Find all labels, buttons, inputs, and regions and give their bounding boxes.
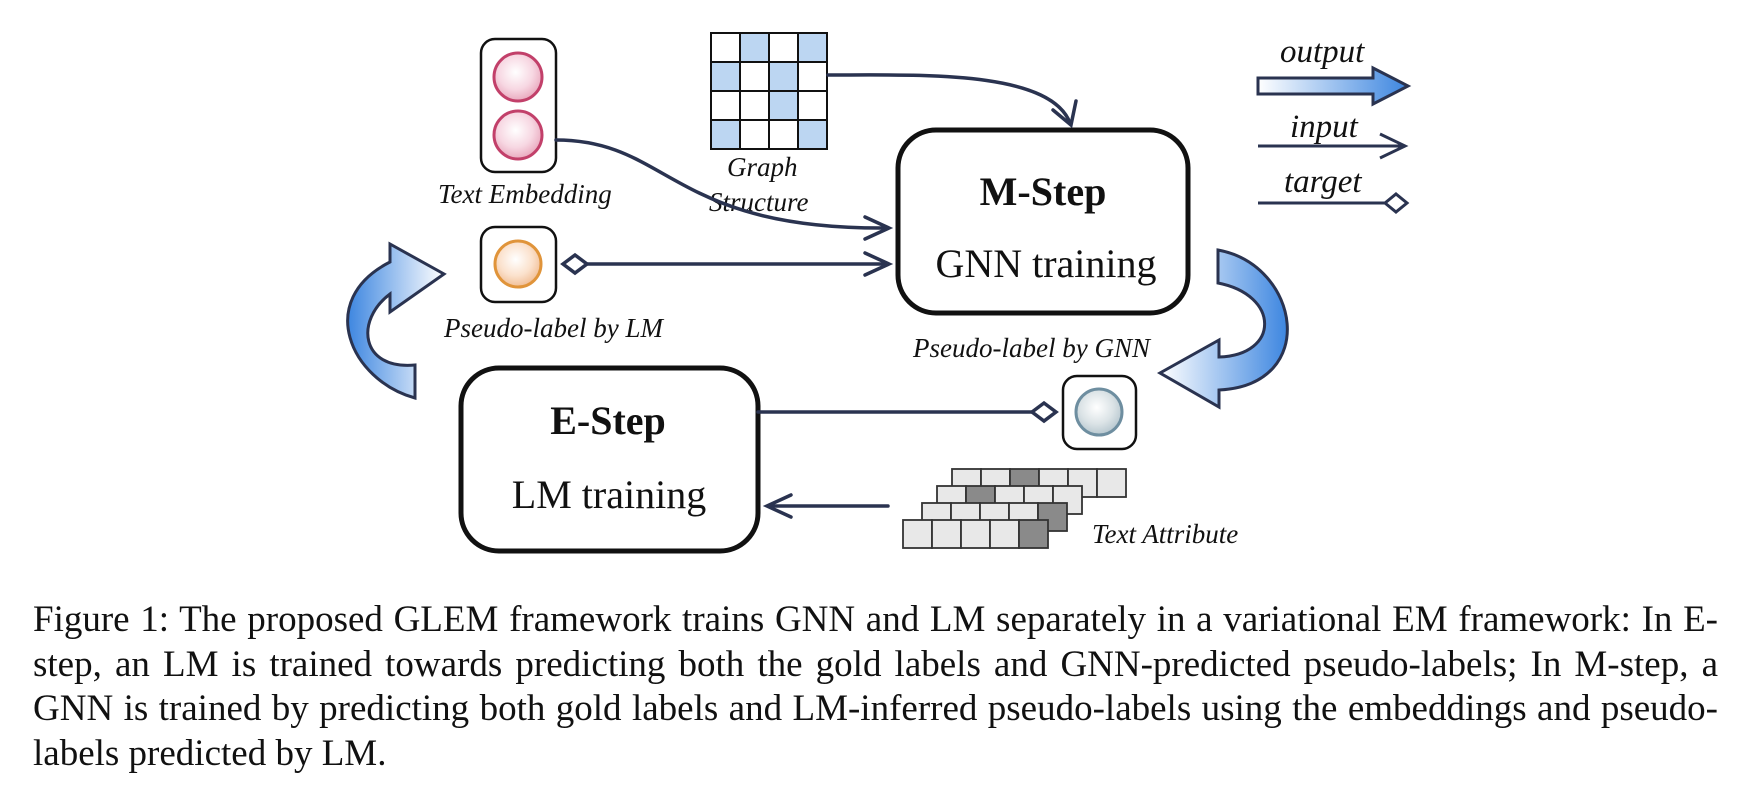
grid-cell	[739, 119, 770, 150]
adjacency-grid	[710, 32, 828, 150]
text-embedding-circle-bottom	[492, 109, 544, 161]
pseudo-label-lm-label: Pseudo-label by LM	[443, 313, 664, 343]
graph-structure-label-line2: Structure	[709, 187, 808, 217]
pseudo-label-gnn-node: Pseudo-label by GNN	[912, 333, 1152, 451]
text-embedding-label: Text Embedding	[438, 179, 612, 209]
connectors	[554, 73, 1078, 519]
graph-to-mstep-arrow	[826, 73, 1072, 125]
pseudo-lm-to-mstep-arrowhead	[863, 251, 894, 277]
text-embedding-circle-top	[492, 51, 544, 103]
m-step-rect	[895, 127, 1191, 316]
grid-cell	[739, 61, 770, 92]
e-step-box: E-Step LM training	[458, 365, 761, 554]
m-step-title: M-Step	[980, 169, 1107, 214]
text-attribute-cell	[931, 519, 962, 549]
m-step-subtitle: GNN training	[935, 241, 1156, 286]
grid-cell	[739, 32, 770, 63]
grid-cell	[710, 32, 741, 63]
mstep-to-estep-curved-arrow	[1156, 248, 1289, 410]
m-step-box: M-Step GNN training	[895, 127, 1191, 316]
pseudo-label-lm-node: Pseudo-label by LM	[443, 225, 664, 343]
text-attribute-cell	[1096, 468, 1127, 498]
text-attribute-cell	[902, 519, 933, 549]
embedding-to-mstep-arrow	[554, 138, 890, 230]
pseudo-label-gnn-circle	[1074, 387, 1124, 437]
pseudo-lm-target-diamond	[560, 252, 590, 276]
legend-output-label: output	[1280, 34, 1365, 70]
figure-caption-text: The proposed GLEM framework trains GNN a…	[33, 599, 1718, 774]
legend-target-diamond	[1382, 192, 1410, 214]
embedding-to-mstep-arrowhead	[863, 215, 894, 241]
grid-cell	[739, 90, 770, 121]
text-attribute-node: Text Attribute	[902, 468, 1238, 549]
attribute-to-estep-arrowhead	[762, 493, 793, 519]
grid-cell	[768, 119, 799, 150]
legend: output input target	[1256, 34, 1412, 214]
grid-cell	[797, 119, 828, 150]
text-embedding-node: Text Embedding	[438, 37, 612, 209]
text-attribute-cell	[1018, 519, 1049, 549]
legend-input-label: input	[1290, 109, 1359, 145]
grid-cell	[710, 119, 741, 150]
e-step-title: E-Step	[550, 398, 666, 443]
pseudo-label-gnn-label: Pseudo-label by GNN	[912, 333, 1152, 363]
text-attribute-cell	[989, 519, 1020, 549]
grid-cell	[768, 32, 799, 63]
legend-output-arrow	[1256, 65, 1412, 107]
text-attribute-cell	[960, 519, 991, 549]
estep-to-mstep-curved-arrow	[346, 241, 447, 400]
text-attribute-blocks	[902, 468, 1127, 549]
grid-cell	[797, 90, 828, 121]
grid-cell	[768, 90, 799, 121]
grid-cell	[797, 61, 828, 92]
graph-to-mstep-arrowhead	[1051, 99, 1078, 129]
legend-input-arrowhead	[1379, 132, 1409, 160]
graph-structure-label-line1: Graph	[727, 152, 798, 182]
graph-structure-node: Graph Structure	[709, 32, 828, 217]
grid-cell	[797, 32, 828, 63]
grid-cell	[768, 61, 799, 92]
e-step-subtitle: LM training	[512, 472, 706, 517]
figure-caption: Figure 1:The proposed GLEM framework tra…	[33, 598, 1718, 776]
glem-diagram: output input target Text Embedding Graph…	[346, 32, 1412, 554]
e-step-rect	[458, 365, 761, 554]
figure-caption-label: Figure 1:	[33, 599, 170, 640]
grid-cell	[710, 61, 741, 92]
text-attribute-label: Text Attribute	[1092, 519, 1238, 549]
legend-target-label: target	[1284, 164, 1362, 200]
pseudo-gnn-target-diamond	[1029, 400, 1059, 424]
pseudo-label-lm-circle	[493, 239, 543, 289]
grid-cell	[710, 90, 741, 121]
